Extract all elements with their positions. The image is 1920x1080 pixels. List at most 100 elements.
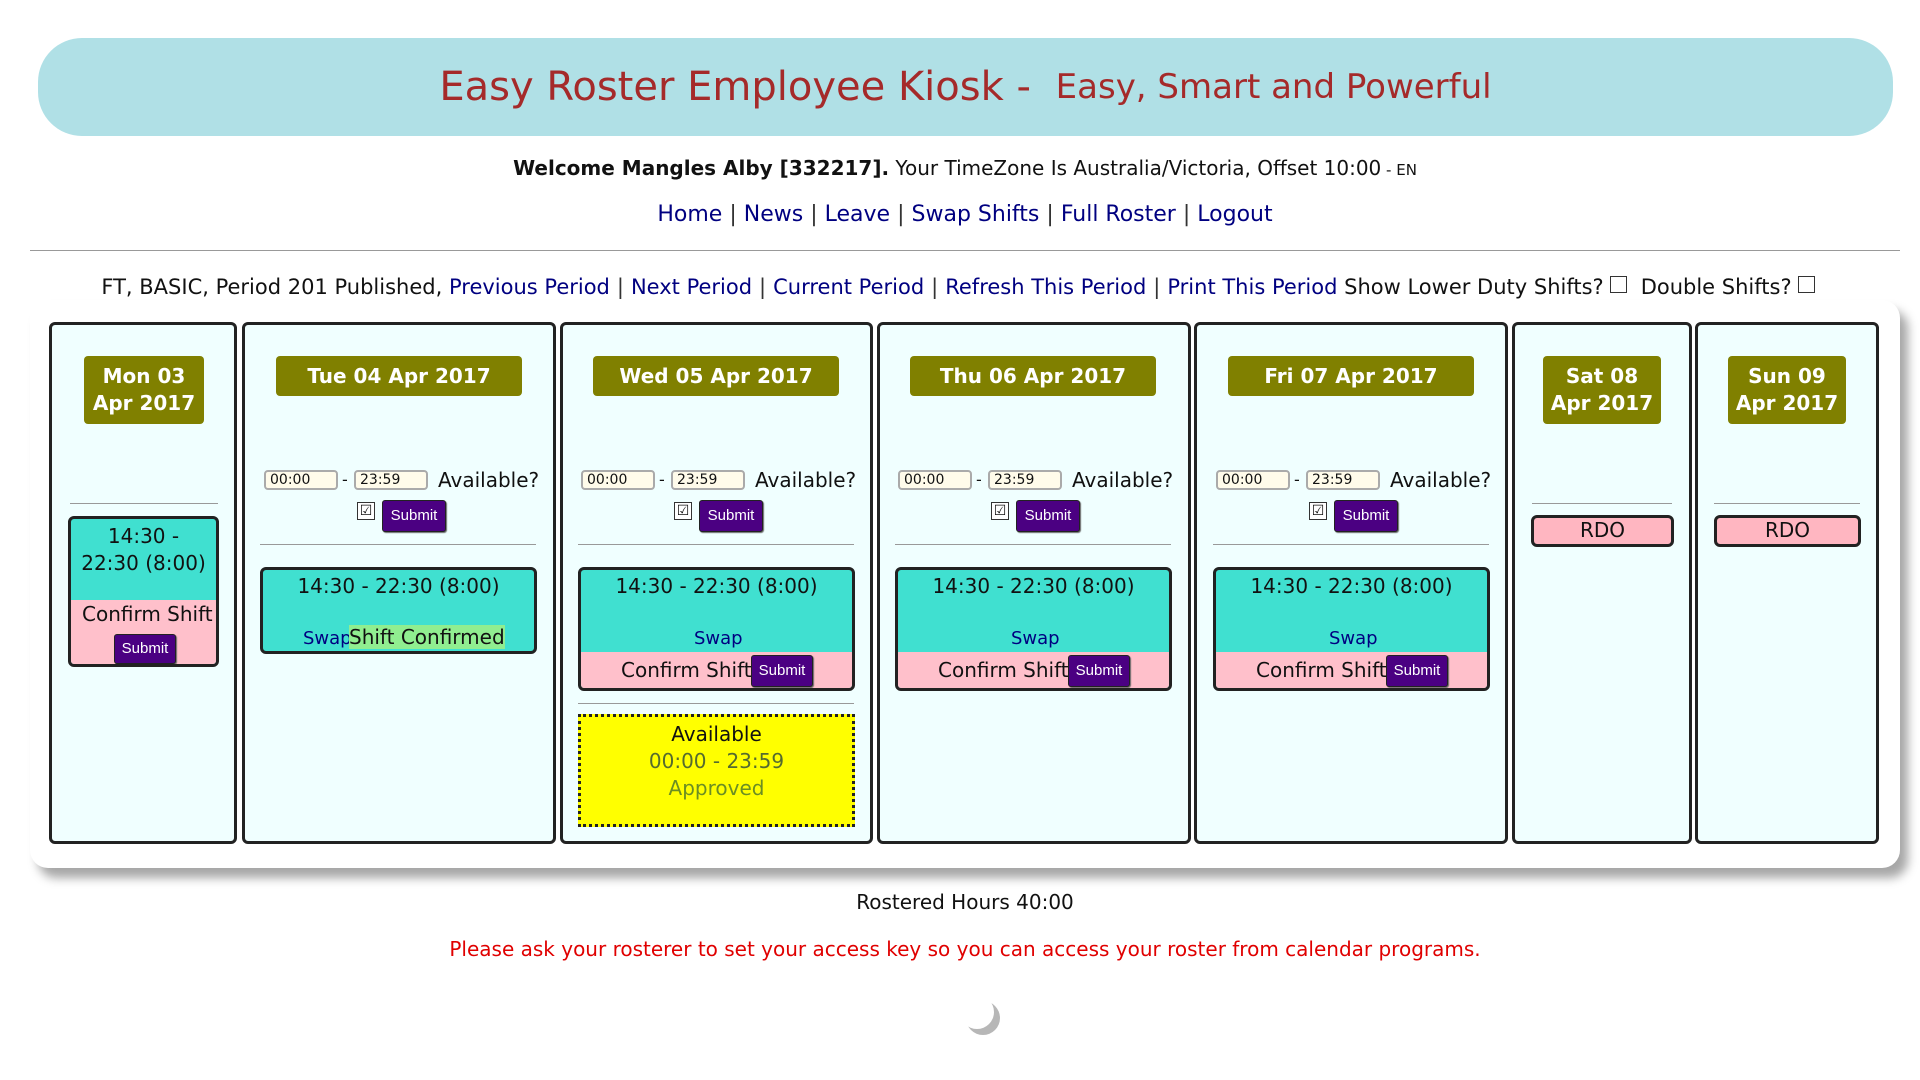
rdo-badge-sun: RDO [1714,515,1861,547]
column-divider [578,703,854,704]
show-lower-duty-checkbox[interactable] [1609,275,1627,293]
available-submit-button[interactable]: Submit [699,500,763,532]
available-from-input[interactable]: 00:00 [264,470,338,490]
link-separator: | [931,275,939,299]
shift-time: 14:30 - 22:30 (8:00) [81,524,206,575]
swap-link[interactable]: Swap [1011,628,1060,649]
day-header-sun: Sun 09 Apr 2017 [1728,356,1846,424]
day-header-sat: Sat 08 Apr 2017 [1543,356,1661,424]
nav-separator: | [1046,202,1054,227]
shift-time: 14:30 - 22:30 (8:00) [615,574,818,598]
available-submit-button[interactable]: Submit [382,500,446,532]
nav-home[interactable]: Home [657,202,723,227]
app-title: Easy Roster Employee Kiosk [439,64,1004,110]
available-label: Available? [1072,468,1174,492]
available-checkbox[interactable]: ☑ [357,502,375,520]
access-key-warning: Please ask your rosterer to set your acc… [449,937,1481,961]
available-submit-button[interactable]: Submit [1334,500,1398,532]
day-header-wed: Wed 05 Apr 2017 [593,356,839,396]
language-indicator: - EN [1381,161,1417,179]
welcome-line: Welcome Mangles Alby [332217]. Your Time… [0,156,1920,180]
available-to-input[interactable]: 23:59 [1306,470,1380,490]
main-nav: Home|News|Leave|Swap Shifts|Full Roster|… [0,202,1920,227]
nav-separator: | [810,202,818,227]
welcome-greeting: Welcome Mangles Alby [332217]. [513,156,890,180]
available-submit-button[interactable]: Submit [1016,500,1080,532]
period-bar: FT, BASIC, Period 201 Published, Previou… [0,275,1920,299]
nav-swap-shifts[interactable]: Swap Shifts [911,202,1040,227]
confirm-shift-label: Confirm Shift [82,602,213,626]
swap-link[interactable]: Swap [303,628,352,649]
current-period-link[interactable]: Current Period [773,275,925,299]
nav-news[interactable]: News [743,202,804,227]
timezone-text: Your TimeZone Is Australia/Victoria, Off… [889,156,1382,180]
confirm-submit-button[interactable]: Submit [1386,655,1448,687]
confirm-submit-button[interactable]: Submit [751,655,813,687]
confirm-shift-label: Confirm Shift [1256,658,1387,682]
shift-card-tue: 14:30 - 22:30 (8:00) Swap Shift Confirme… [260,567,537,654]
loading-spinner-icon [960,995,994,1029]
shift-time: 14:30 - 22:30 (8:00) [1250,574,1453,598]
shift-card-fri: 14:30 - 22:30 (8:00) Swap Confirm Shift … [1213,567,1490,691]
available-checkbox[interactable]: ☑ [1309,502,1327,520]
column-divider [70,503,218,504]
nav-full-roster[interactable]: Full Roster [1060,202,1176,227]
day-column-sat [1512,322,1692,844]
day-header-thu: Thu 06 Apr 2017 [910,356,1156,396]
confirm-submit-button[interactable]: Submit [114,634,176,664]
confirm-submit-button[interactable]: Submit [1068,655,1130,687]
day-header-mon: Mon 03 Apr 2017 [84,356,204,424]
available-time-range: 00:00 - 23:59 [648,749,785,773]
available-to-input[interactable]: 23:59 [988,470,1062,490]
previous-period-link[interactable]: Previous Period [448,275,610,299]
column-divider [260,544,536,545]
confirm-shift-area: Confirm Shift Submit [898,652,1169,688]
column-divider [1714,503,1860,504]
available-from-input[interactable]: 00:00 [1216,470,1290,490]
column-divider [578,544,854,545]
available-label: Available? [755,468,857,492]
refresh-period-link[interactable]: Refresh This Period [945,275,1147,299]
available-to-input[interactable]: 23:59 [671,470,745,490]
column-divider [1532,503,1672,504]
available-from-input[interactable]: 00:00 [581,470,655,490]
availability-approved-block: Available 00:00 - 23:59 Approved [578,714,855,827]
available-to-input[interactable]: 23:59 [354,470,428,490]
next-period-link[interactable]: Next Period [630,275,753,299]
shift-confirmed-status: Shift Confirmed [349,625,505,649]
column-divider [1213,544,1489,545]
link-separator: | [616,275,624,299]
available-title: Available [671,722,762,746]
confirm-shift-area: Confirm Shift Submit [1216,652,1487,688]
available-checkbox[interactable]: ☑ [991,502,1009,520]
double-shifts-checkbox[interactable] [1797,275,1815,293]
shift-card-wed: 14:30 - 22:30 (8:00) Swap Confirm Shift … [578,567,855,691]
confirm-shift-label: Confirm Shift [621,658,752,682]
rostered-hours: Rostered Hours 40:00 [856,890,1074,914]
confirm-shift-area: Confirm Shift Submit [71,600,216,664]
range-dash: - [1294,470,1300,489]
range-dash: - [342,470,348,489]
double-shifts-label: Double Shifts? [1640,275,1792,299]
print-period-link[interactable]: Print This Period [1167,275,1338,299]
available-from-input[interactable]: 00:00 [898,470,972,490]
shift-card-thu: 14:30 - 22:30 (8:00) Swap Confirm Shift … [895,567,1172,691]
link-separator: | [759,275,767,299]
approved-status: Approved [668,776,765,800]
shift-time: 14:30 - 22:30 (8:00) [297,574,500,598]
swap-link[interactable]: Swap [694,628,743,649]
available-label: Available? [1390,468,1492,492]
shift-card-mon: 14:30 - 22:30 (8:00) Confirm Shift Submi… [68,516,219,667]
rdo-badge-sat: RDO [1531,515,1674,547]
available-checkbox[interactable]: ☑ [674,502,692,520]
column-divider [895,544,1171,545]
nav-separator: | [897,202,905,227]
swap-link[interactable]: Swap [1329,628,1378,649]
nav-separator: | [729,202,737,227]
nav-logout[interactable]: Logout [1197,202,1273,227]
nav-separator: | [1182,202,1191,227]
nav-leave[interactable]: Leave [824,202,891,227]
range-dash: - [976,470,982,489]
confirm-shift-label: Confirm Shift [938,658,1069,682]
show-lower-duty-label: Show Lower Duty Shifts? [1344,275,1604,299]
